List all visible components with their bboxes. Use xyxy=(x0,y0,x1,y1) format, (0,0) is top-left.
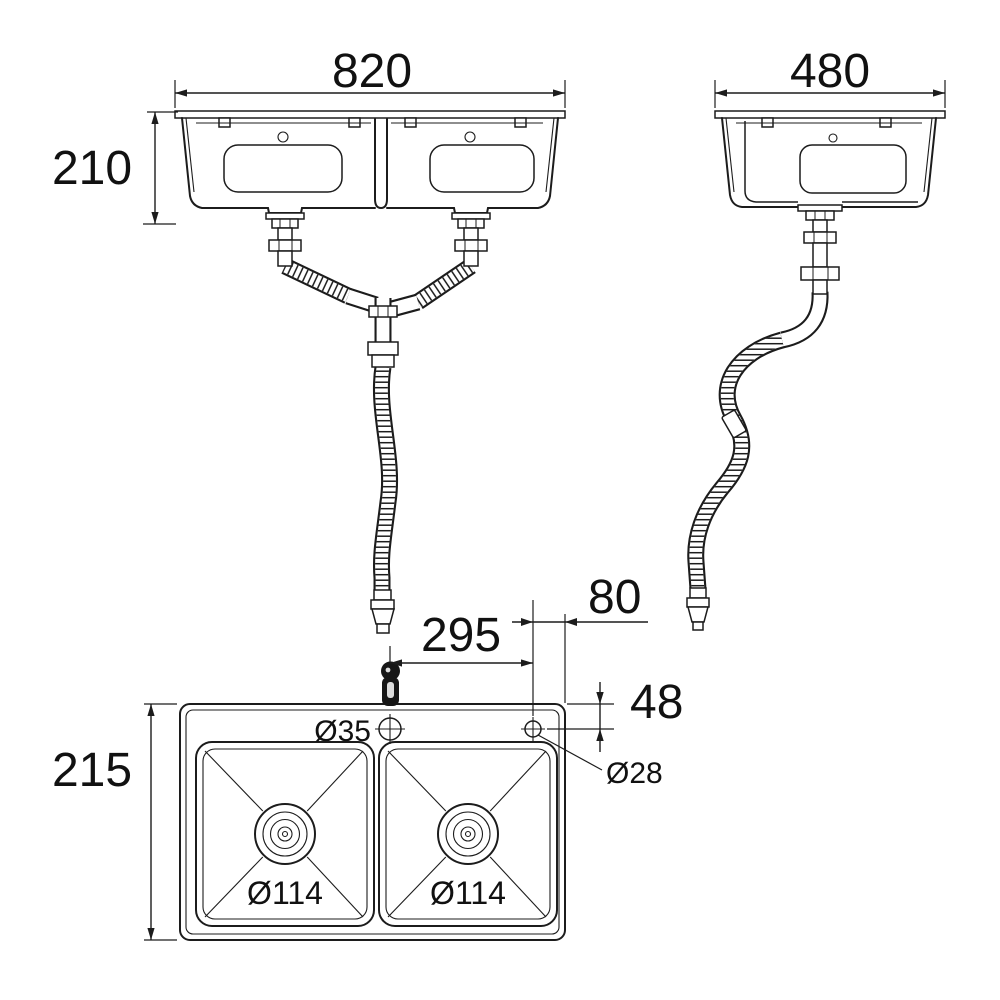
front-dim-width: 820 xyxy=(174,45,566,108)
side-drain xyxy=(797,204,843,295)
faucet-hole xyxy=(375,714,405,744)
side-hose-end-fitting xyxy=(686,587,710,631)
svg-text:Ø28: Ø28 xyxy=(606,757,663,790)
side-dim-width: 480 xyxy=(714,45,946,108)
side-plumbing xyxy=(686,204,843,631)
overflow-mark xyxy=(277,131,289,143)
plan-dim-hole-top-offset: 48 xyxy=(547,676,683,752)
dim-side-width-label: 480 xyxy=(790,45,870,98)
plan-view: 215 295 80 48 Ø35 xyxy=(52,571,683,941)
label-accessory-hole-dia: Ø28 xyxy=(537,734,663,790)
bowl-right xyxy=(378,741,558,927)
bowl-left xyxy=(195,741,375,927)
front-view: 820 210 xyxy=(52,45,566,634)
drain-left-plan xyxy=(254,803,316,865)
label-drain-left-dia: Ø114 xyxy=(247,875,323,911)
drain-left xyxy=(265,212,305,267)
overflow-mark xyxy=(464,131,476,143)
dim-plan-hole-spacing-label: 295 xyxy=(421,609,501,662)
plan-dim-hole-edge-offset: 80 xyxy=(512,571,648,716)
trap-assembly xyxy=(367,305,399,368)
label-drain-right-dia: Ø114 xyxy=(430,875,506,911)
front-plumbing xyxy=(265,212,491,634)
dim-front-depth-label: 210 xyxy=(52,142,132,195)
accessory-hole xyxy=(521,717,545,741)
drain-right xyxy=(451,212,491,267)
faucet-symbol xyxy=(381,661,400,706)
front-sink-body xyxy=(174,110,566,214)
drain-right-plan xyxy=(437,803,499,865)
side-view: 480 xyxy=(686,45,946,631)
dim-plan-side-offset-label: 215 xyxy=(52,744,132,797)
hose-coupling xyxy=(721,409,747,439)
side-sink-body xyxy=(714,110,946,208)
dim-plan-hole-edge-offset-label: 80 xyxy=(588,571,641,624)
overflow-mark xyxy=(828,133,838,143)
dim-front-width-label: 820 xyxy=(332,45,412,98)
front-dim-depth: 210 xyxy=(52,111,178,225)
label-faucet-hole-dia: Ø35 xyxy=(314,715,371,748)
plan-sink-body xyxy=(179,661,566,941)
hose-end-fitting xyxy=(370,589,395,634)
plan-dim-side-offset: 215 xyxy=(52,703,177,941)
plan-dim-hole-spacing: 295 xyxy=(389,609,533,667)
dim-plan-hole-top-offset-label: 48 xyxy=(630,676,683,729)
